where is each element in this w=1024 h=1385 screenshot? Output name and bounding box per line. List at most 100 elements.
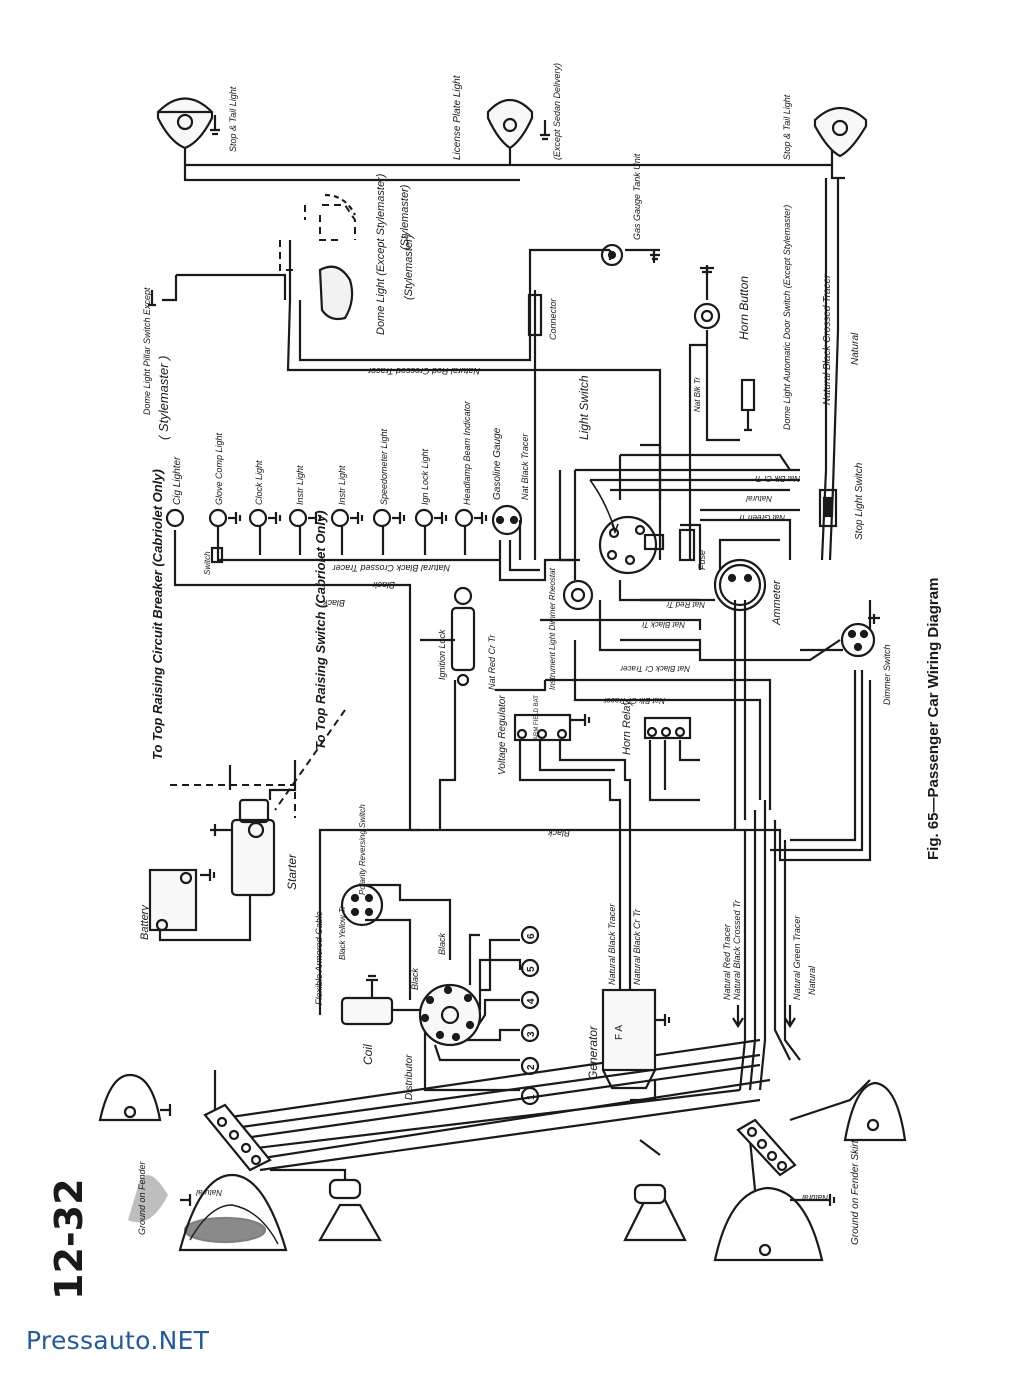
label-nat-blk-cr-tr: Nat Blk Cr Tr	[754, 474, 800, 483]
label-stop-tail-right: Stop & Tail Light	[782, 94, 792, 160]
label-natural-black-crossed: Natural Black Crossed Tracer	[332, 563, 450, 573]
label-nat-red-tr: Nat Red Tr	[666, 600, 705, 609]
stop-tail-light-left	[156, 97, 214, 150]
label-stylemaster-paren: ( Stylemaster )	[156, 355, 171, 440]
label-generator-terminals: F A	[614, 1025, 625, 1040]
spark-plug-2: 2	[526, 1064, 537, 1070]
label-stop-tail-left: Stop & Tail Light	[228, 86, 238, 152]
starter	[210, 798, 276, 897]
stop-light-switch	[818, 488, 838, 528]
ammeter	[713, 558, 767, 612]
label-stylemaster-mid: (Stylemaster)	[403, 234, 415, 300]
label-nat-blk-tr: Nat Blk Tr	[693, 377, 702, 412]
label-natural-bottom: Natural	[807, 965, 817, 995]
junction-block-left	[203, 1103, 272, 1172]
dimmer-switch	[840, 614, 880, 658]
spark-plug-4: 4	[526, 998, 537, 1004]
parking-light-right	[843, 1081, 907, 1142]
label-black-5: Black	[437, 932, 447, 955]
ground-symbols	[148, 115, 752, 432]
label-nat-blk-cr-tracer: Nat Blk Cr Tracer	[603, 696, 665, 705]
label-headlamp-beam: Headlamp Beam Indicator	[462, 400, 472, 505]
wires	[158, 140, 872, 1241]
label-stylemaster-top: (Stylemaster)	[399, 184, 411, 250]
stop-tail-light-right	[813, 106, 868, 158]
parking-light-left	[98, 1073, 172, 1122]
label-polarity-switch: Polarity Reversing Switch	[358, 804, 367, 895]
label-ignition-lock: Ignition Lock	[437, 629, 447, 680]
label-natural-right-bottom: Natural	[802, 1193, 828, 1202]
label-ground-fender-left: Ground on Fender	[137, 1160, 147, 1235]
fuse	[678, 528, 696, 562]
spark-plug-6: 6	[526, 933, 537, 939]
label-stop-light-switch: Stop Light Switch	[854, 462, 865, 540]
connector	[527, 293, 543, 337]
label-black-yellow-tr: Black Yellow Tr	[338, 906, 347, 960]
label-flexible-cable: Flexible Armored Cable	[314, 911, 324, 1005]
dashed-wires	[170, 204, 356, 818]
label-black-2: Black	[322, 598, 345, 608]
label-nat-black-tracer: Nat Black Tracer	[520, 433, 530, 500]
label-nat-green-tr: Nat Green Tr	[739, 513, 785, 522]
label-cig-lighter: Cig Lighter	[172, 456, 183, 505]
spark-plug-3: 3	[526, 1031, 537, 1037]
voltage-regulator	[513, 713, 591, 742]
label-natural-black-crossed-right: Natural Black Crossed Tracer	[822, 274, 833, 405]
spark-plug-5: 5	[526, 966, 537, 972]
label-dome-pillar: Dome Light Pillar Switch Except	[142, 287, 152, 415]
label-voltage-regulator: Voltage Regulator	[497, 695, 508, 775]
horn-button	[693, 302, 721, 330]
ignition-lock	[450, 586, 476, 687]
label-nat-black-tr-b: Nat Black Tr	[641, 620, 685, 629]
coil	[340, 974, 394, 1026]
gasoline-gauge	[491, 504, 523, 536]
label-natural-mid: Natural	[746, 494, 772, 503]
label-starter: Starter	[285, 853, 299, 890]
label-nat-black-cr-tracer: Nat Black Cr Tracer	[620, 664, 690, 673]
label-gasoline-gauge: Gasoline Gauge	[492, 427, 503, 500]
horn-right	[623, 1183, 687, 1242]
page-number: 12-32	[47, 1178, 91, 1300]
generator	[601, 988, 671, 1090]
label-generator: Generator	[586, 1025, 600, 1080]
label-glove-comp: Glove Comp Light	[214, 432, 224, 505]
label-instr-light-2: Instr Light	[337, 465, 347, 505]
label-instr-light-1: Instr Light	[295, 465, 305, 505]
spark-plug-terminals	[520, 925, 540, 1106]
label-switch: Switch	[203, 551, 212, 575]
label-horn-button: Horn Button	[737, 276, 751, 340]
license-plate-light	[486, 98, 534, 150]
label-natural-green-tracer: Natural Green Tracer	[792, 915, 802, 1000]
label-ammeter: Ammeter	[771, 579, 783, 626]
label-natural-right: Natural	[850, 332, 861, 365]
label-nat-red-cr-tr: Nat Red Cr Tr	[487, 634, 497, 690]
figure-caption: Fig. 65—Passenger Car Wiring Diagram	[925, 578, 942, 860]
label-distributor: Distributor	[404, 1054, 415, 1100]
light-switch	[589, 479, 665, 575]
label-fuse: Fuse	[697, 550, 707, 570]
label-natural-black-crossed-tr: Natural Black Crossed Tr	[732, 899, 742, 1000]
headlight-right	[713, 1186, 824, 1262]
label-black-4: Black	[410, 967, 420, 990]
battery	[148, 868, 216, 932]
distributor	[418, 983, 482, 1047]
label-coil: Coil	[361, 1044, 375, 1065]
label-dome-auto-switch: Dome Light Automatic Door Switch (Except…	[782, 205, 792, 430]
label-natural-left-bottom: Natural	[196, 1188, 222, 1197]
headlight-left	[128, 1173, 288, 1252]
horn-left	[318, 1178, 382, 1242]
label-license-plate: License Plate Light	[452, 74, 463, 160]
label-black-3: Black	[547, 828, 570, 838]
label-speedometer: Speedometer Light	[379, 428, 389, 505]
label-top-raising-breaker: To Top Raising Circuit Breaker (Cabriole…	[150, 469, 165, 760]
label-connector: Connector	[548, 297, 558, 340]
spark-plug-1: 1	[526, 1094, 537, 1100]
label-dome-light: Dome Light (Except Stylemaster)	[375, 173, 387, 335]
junction-block-right	[736, 1118, 797, 1177]
label-natural-red-tracer: Natural Red Tracer	[722, 923, 732, 1000]
watermark[interactable]: Pressauto.NET	[26, 1326, 210, 1355]
dome-light	[318, 265, 354, 321]
label-battery: Battery	[139, 904, 151, 940]
horn-relay	[643, 716, 692, 740]
label-ign-lock-light: Ign Lock Light	[420, 448, 430, 505]
